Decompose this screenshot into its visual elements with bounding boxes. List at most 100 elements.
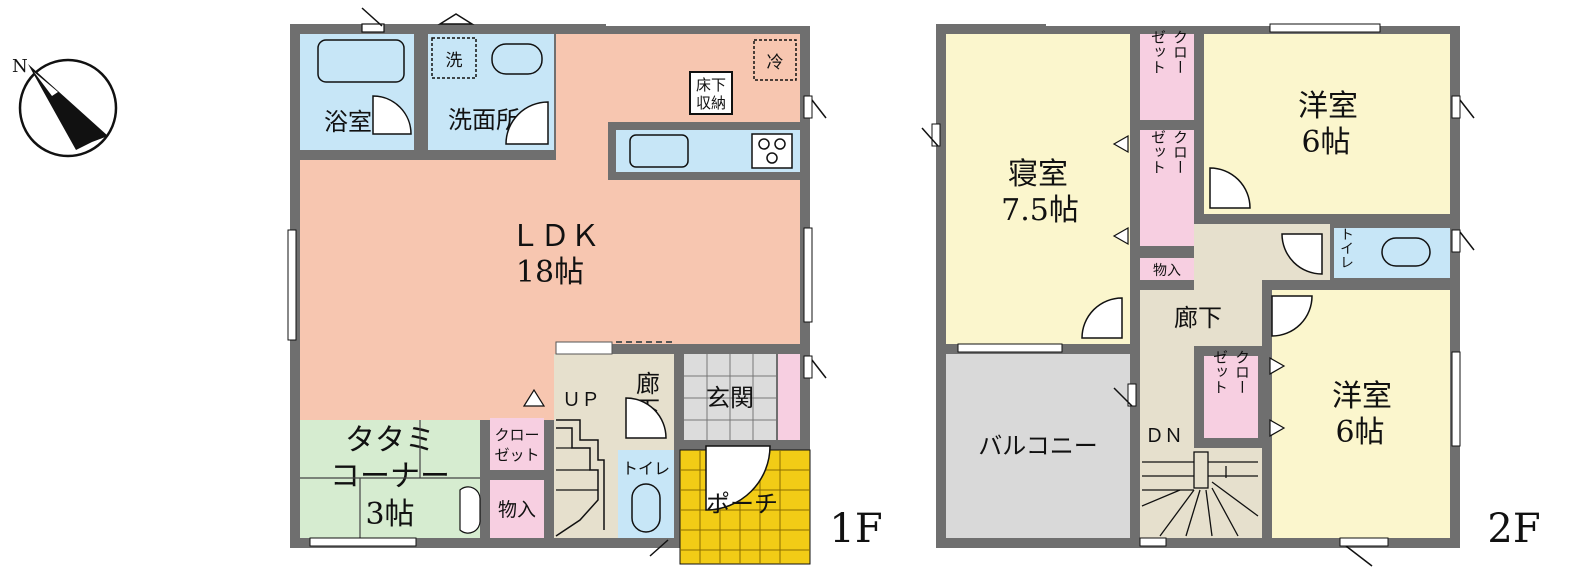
kitchen-sink: [629, 134, 689, 168]
vent-icon: [1459, 99, 1475, 119]
western-b-door-icon: [1271, 295, 1313, 337]
vent-icon: [811, 99, 827, 119]
closet-2f-2: [1140, 130, 1194, 246]
vent-icon: [1345, 545, 1373, 567]
closet-2f-1-label-b: クロー: [1171, 30, 1189, 75]
balcony: [946, 354, 1130, 538]
window-icon: [803, 227, 813, 323]
door-marker-icon: [1112, 226, 1129, 246]
storage-label: 物入: [498, 499, 536, 521]
vent-icon: [649, 539, 669, 557]
vent-icon: [361, 7, 383, 27]
toilet1-label: トイレ: [622, 459, 670, 478]
tatami-size: 3帖: [365, 497, 414, 532]
western-b-size: 6帖: [1335, 415, 1384, 450]
hallway-2f: [1140, 224, 1330, 448]
washer-label: 洗: [446, 51, 463, 71]
floor-1: 床下 収納 冷 ＬＤＫ 18帖 浴室 洗 洗面所 タタミ コーナー 3帖: [287, 7, 883, 565]
wall-opening: [1046, 18, 1460, 26]
vent-icon: [1113, 387, 1133, 407]
window-icon: [931, 123, 941, 147]
door-marker-icon: [1269, 418, 1286, 438]
storage-2f-label: 物入: [1153, 263, 1181, 279]
washroom-door-icon: [505, 101, 549, 145]
storage-door-icon: [459, 486, 481, 534]
bedroom: [946, 34, 1130, 344]
vent-icon: [921, 127, 939, 147]
stairs-down: [1140, 448, 1262, 538]
door-marker-icon: [522, 388, 546, 407]
door-marker-icon: [1269, 356, 1286, 376]
vent-icon: [811, 359, 827, 379]
bath-label: 浴室: [324, 108, 372, 136]
western-b-name: 洋室: [1332, 379, 1392, 414]
closet-label-1: クロー: [494, 426, 539, 444]
entrance-label: 玄関: [706, 384, 754, 412]
closet-2f-3-label-b: クロー: [1233, 350, 1251, 395]
compass-arrow-highlight: [34, 72, 58, 96]
porch-label: ポーチ: [706, 490, 778, 518]
window-icon: [803, 355, 813, 379]
floor1-label: 1F: [829, 506, 882, 552]
wall-opening: [606, 22, 810, 26]
toilet-icon: [631, 483, 661, 533]
window-icon: [1339, 537, 1389, 547]
burner-icon: [774, 138, 786, 150]
bath-door-icon: [372, 95, 412, 135]
underfloor-label-2: 収納: [696, 94, 726, 112]
window-icon: [287, 229, 297, 341]
stairs-icon: [556, 419, 605, 530]
closet-2f-1-label-a: ゼット: [1149, 30, 1167, 75]
closet: [490, 418, 544, 470]
window-icon: [1451, 351, 1461, 447]
ldk-name: ＬＤＫ: [510, 219, 600, 254]
entrance-tile-grid: [684, 354, 776, 440]
wash-basin-icon: [491, 43, 543, 75]
front-door-icon: [705, 445, 771, 511]
ldk-size: 18帖: [516, 255, 584, 290]
hall1-label-1: 廊: [636, 370, 660, 398]
tatami-label-1: タタミ: [345, 423, 435, 458]
underfloor-storage-box: [689, 71, 733, 115]
window-icon: [309, 537, 417, 547]
window-icon: [1139, 537, 1167, 547]
hall2-label: 廊下: [1174, 304, 1222, 332]
vent-icon: [1459, 231, 1475, 251]
closet-2f-3: [1204, 356, 1258, 438]
western-a-name: 洋室: [1298, 89, 1358, 124]
stairs-icon: [1141, 451, 1259, 537]
toilet-door-icon: [1281, 233, 1323, 275]
bedroom-door-icon: [1081, 297, 1123, 339]
balcony-label: バルコニー: [978, 432, 1098, 460]
fridge-label: 冷: [767, 53, 784, 73]
vent-icon: [437, 13, 475, 25]
window-icon: [361, 23, 385, 33]
down-label: ＤＮ: [1145, 425, 1183, 447]
floor-2: 寝室 7.5帖 ゼット クロー ゼット クロー 物入 洋室 6帖 廊下: [921, 18, 1541, 567]
closet-2f-1: [1140, 34, 1194, 120]
window-icon: [1451, 229, 1461, 253]
up-label: ＵＰ: [562, 389, 600, 411]
door-marker-icon: [1112, 134, 1129, 154]
fridge-box: [753, 39, 797, 81]
western-room-a: [1204, 34, 1450, 214]
closet-2f-2-label-b: クロー: [1171, 130, 1189, 175]
western-a-door-icon: [1209, 167, 1251, 209]
window-icon: [1269, 23, 1381, 33]
floor2-label: 2F: [1487, 506, 1540, 552]
compass-label: N: [12, 56, 28, 77]
window-icon: [555, 341, 613, 355]
closet-2f-2-label-a: ゼット: [1149, 130, 1167, 175]
western-a-size: 6帖: [1301, 125, 1350, 160]
shoe-closet: [778, 354, 800, 440]
toilet2-label: トイレ: [1338, 227, 1354, 269]
toilet-icon: [1381, 237, 1431, 267]
storage-2f: [1140, 258, 1194, 280]
window-icon: [957, 343, 1063, 353]
window-icon: [1451, 95, 1461, 119]
storage: [490, 480, 544, 538]
underfloor-label-1: 床下: [696, 76, 726, 94]
window-icon: [803, 95, 813, 119]
burner-icon: [758, 138, 770, 150]
bathtub-icon: [317, 39, 405, 83]
